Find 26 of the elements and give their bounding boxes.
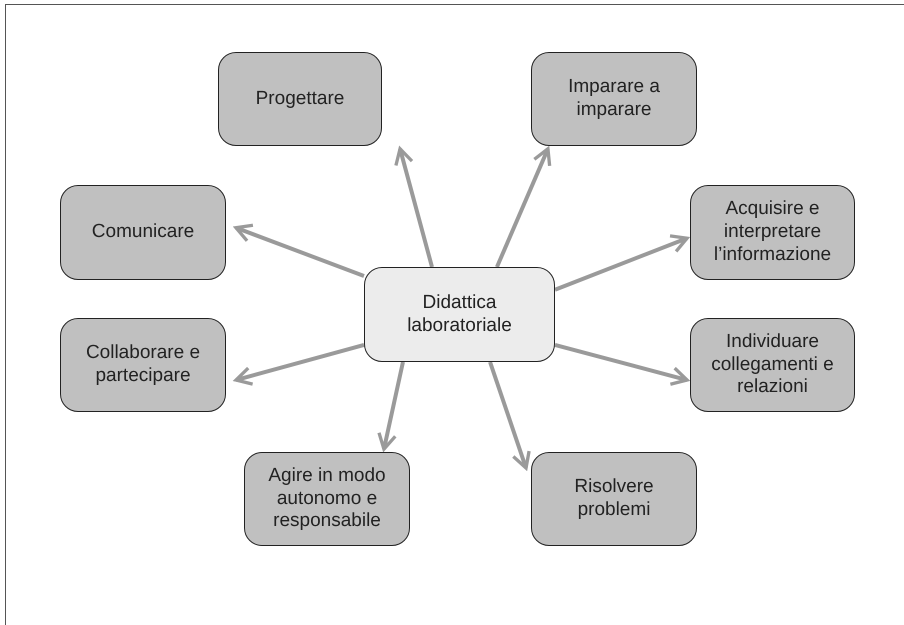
arrow (394, 147, 434, 268)
arrow (554, 234, 689, 292)
arrow (377, 362, 405, 451)
arrow (234, 342, 365, 386)
central-box (364, 267, 555, 362)
arrow (495, 147, 552, 268)
arrow (554, 342, 689, 386)
box-label: Agire in modo autonomo e responsabile (267, 464, 387, 534)
competence-box (690, 185, 855, 280)
box-label: Progettare (256, 88, 344, 110)
box-label: Risolvere problemi (573, 476, 655, 522)
competence-box (218, 52, 382, 146)
arrow (488, 361, 531, 470)
arrow (234, 224, 365, 278)
competence-box (60, 318, 226, 412)
competence-box (690, 318, 855, 412)
box-label: Comunicare (92, 221, 194, 244)
box-label: Collaborare e partecipare (84, 342, 202, 388)
competence-box (531, 52, 697, 146)
competence-box (244, 452, 410, 546)
box-label: Imparare a imparare (567, 76, 661, 122)
box-label: Acquisire e interpretare l’informazione (712, 198, 832, 267)
box-label: Individuare collegamenti e relazioni (710, 330, 835, 400)
competence-box (531, 452, 697, 546)
box-label: Didattica laboratoriale (406, 292, 513, 338)
competence-box (60, 185, 226, 280)
